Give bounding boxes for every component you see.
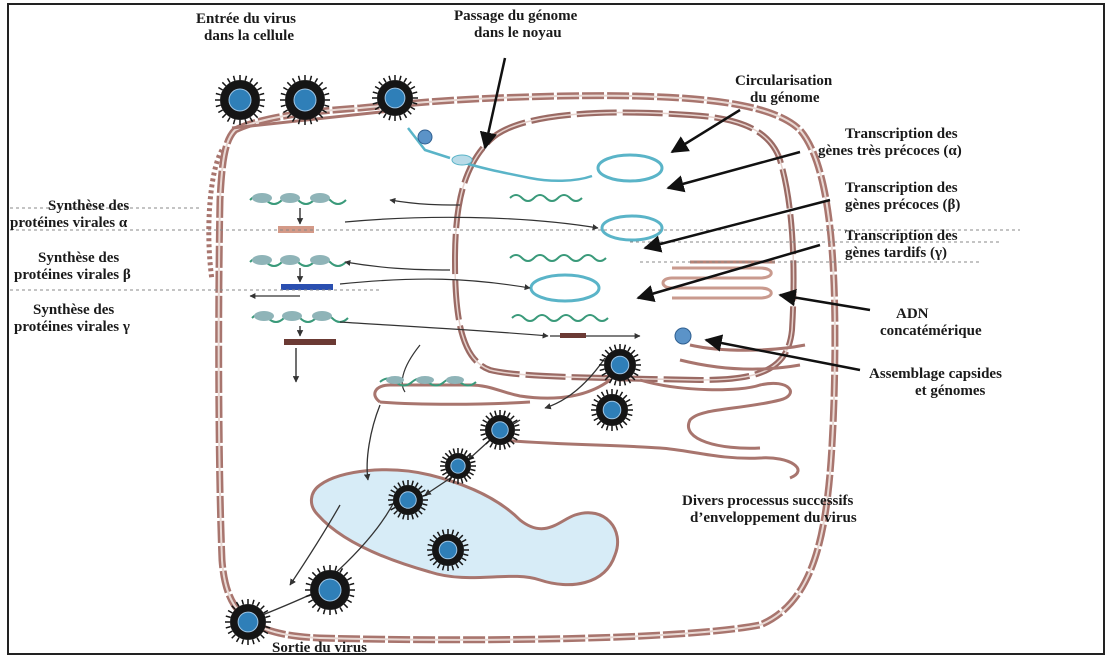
label-virus-exit: Sortie du virus — [272, 640, 367, 656]
polysome-gamma — [252, 311, 348, 322]
protein-beta — [281, 284, 333, 290]
capsid-assembly — [675, 328, 691, 344]
golgi-vesicle — [311, 470, 617, 585]
virion — [591, 389, 633, 431]
virion — [480, 410, 520, 450]
polysome-alpha — [250, 193, 346, 204]
mrna-beta — [510, 255, 606, 261]
endoplasmic-reticulum — [375, 345, 805, 478]
virion — [427, 529, 469, 571]
virion — [215, 75, 265, 125]
circular-genome-3 — [531, 275, 599, 301]
capsid-at-pore — [418, 130, 432, 144]
capsid-at-nucleus — [452, 155, 472, 165]
protein-alpha — [278, 226, 314, 233]
virion — [225, 599, 271, 645]
nucleus-membrane — [455, 113, 794, 380]
mrna-alpha — [510, 195, 582, 201]
virion — [388, 480, 428, 520]
polysome-beta — [250, 255, 346, 266]
protein-gamma — [284, 339, 336, 345]
virion — [440, 448, 476, 484]
virion — [305, 565, 355, 615]
mrna-gamma — [512, 315, 608, 321]
nucleus-membrane-inner — [455, 113, 794, 380]
concatemeric-dna — [663, 262, 775, 298]
circular-genome-2 — [602, 216, 662, 240]
virion — [599, 344, 641, 386]
protein-gamma-nuclear — [560, 333, 586, 338]
virion — [280, 75, 330, 125]
circular-genome-1 — [598, 155, 662, 181]
virion — [372, 75, 418, 121]
